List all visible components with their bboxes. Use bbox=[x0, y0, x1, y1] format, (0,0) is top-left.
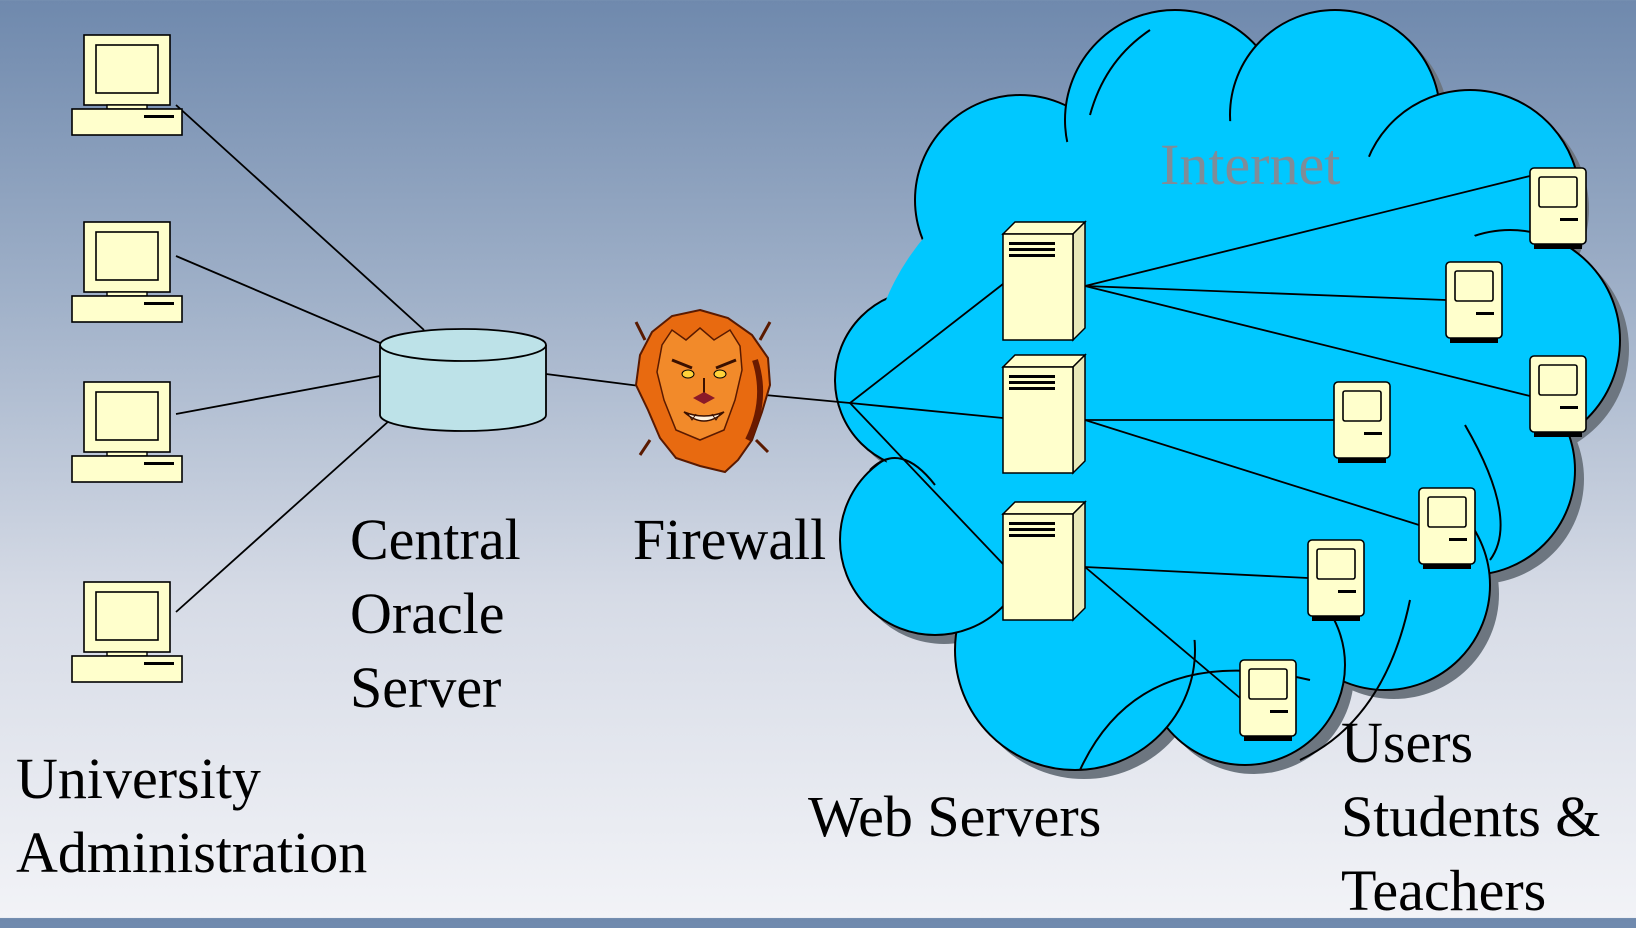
internet-cloud bbox=[834, 9, 1629, 779]
classic-mac-icon bbox=[1529, 167, 1587, 250]
tower-server-icon bbox=[1002, 221, 1086, 341]
database-cylinder-icon bbox=[379, 328, 547, 432]
tower-server-icon bbox=[1002, 501, 1086, 621]
users-label: Users Students & Teachers bbox=[1341, 706, 1600, 928]
server-label-line: Oracle bbox=[350, 581, 505, 646]
firewall-label: Firewall bbox=[633, 507, 827, 572]
users-label-line: Users bbox=[1341, 710, 1474, 775]
classic-mac-icon bbox=[1445, 261, 1503, 344]
desktop-computer-icon bbox=[71, 34, 183, 136]
university-label-line: Administration bbox=[16, 820, 368, 885]
lion-head-icon bbox=[634, 308, 772, 474]
university-label-line: University bbox=[16, 746, 261, 811]
classic-mac-icon bbox=[1333, 381, 1391, 464]
connection-lines bbox=[175, 104, 1531, 699]
university-label: University Administration bbox=[16, 742, 367, 890]
internet-label: Internet bbox=[1160, 132, 1341, 197]
classic-mac-icon bbox=[1239, 659, 1297, 742]
users-label-line: Students & bbox=[1341, 784, 1601, 849]
server-label-line: Central bbox=[350, 507, 521, 572]
classic-mac-icon bbox=[1307, 539, 1365, 622]
classic-mac-icon bbox=[1418, 487, 1476, 570]
tower-server-icon bbox=[1002, 354, 1086, 474]
users-label-line: Teachers bbox=[1341, 858, 1547, 923]
web-servers-label: Web Servers bbox=[808, 784, 1102, 849]
server-label: Central Oracle Server bbox=[350, 503, 521, 725]
desktop-computer-icon bbox=[71, 581, 183, 683]
classic-mac-icon bbox=[1529, 355, 1587, 438]
server-label-line: Server bbox=[350, 655, 502, 720]
desktop-computer-icon bbox=[71, 381, 183, 483]
desktop-computer-icon bbox=[71, 221, 183, 323]
